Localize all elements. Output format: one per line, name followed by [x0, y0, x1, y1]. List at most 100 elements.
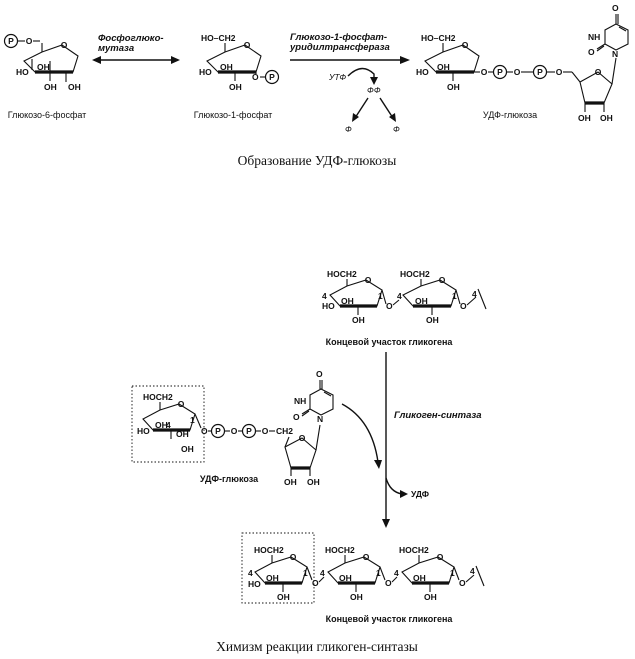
compound-label: УДФ-глюкоза	[200, 474, 259, 484]
uracil-ring	[604, 23, 629, 51]
oh-label: OH	[424, 592, 437, 602]
phosphate-label: P	[269, 72, 275, 82]
ho-label: HO	[416, 67, 429, 77]
oh-label: OH	[229, 82, 242, 92]
glycosidic-oxygen-label: O	[460, 301, 467, 311]
transferred-glucose-box	[131, 385, 205, 463]
oxygen-label: O	[481, 67, 488, 77]
carbon-4-label: 4	[397, 291, 402, 301]
oh-label: OH	[181, 444, 194, 454]
hoch2-label: HOCH2	[325, 545, 355, 555]
phosphate-label: P	[497, 67, 503, 77]
nh-label: NH	[294, 396, 306, 406]
carbon-4-label: 4	[472, 289, 477, 299]
oxygen-label: O	[262, 426, 269, 436]
compound-label: Глюкозо-6-фосфат	[8, 110, 87, 120]
oxygen-label: O	[514, 67, 521, 77]
added-glucose-box	[241, 532, 315, 604]
hoch2-label: HOCH2	[399, 545, 429, 555]
oh-label: OH	[307, 477, 320, 487]
oh-label: OH	[220, 62, 233, 72]
top-caption: Образование УДФ-глюкозы	[238, 153, 397, 168]
carbon-4-label: 4	[248, 568, 253, 578]
oh-label: OH	[426, 315, 439, 325]
arrowhead-right-icon	[400, 56, 410, 64]
hoch2-label: HOCH2	[143, 392, 173, 402]
oxygen-label: O	[588, 47, 595, 57]
oxygen-label: O	[556, 67, 563, 77]
phosphate-label: P	[8, 36, 14, 46]
compound-label: УДФ-глюкоза	[483, 110, 537, 120]
ring-oxygen-label: O	[61, 40, 68, 50]
oh-label: OH	[341, 296, 354, 306]
ring-oxygen-label: O	[437, 552, 444, 562]
arrowhead-down-icon	[370, 77, 378, 85]
arrowhead-icon	[352, 113, 359, 122]
udp-product-label: УДФ	[411, 489, 429, 499]
glucose-1-phosphate: HO–CH2 O OH HO OH O P Глюкозо-1-фосфат	[194, 33, 280, 120]
phosphoglucomutase-step: Фосфоглюко- мутаза	[92, 33, 180, 64]
compound-label: Глюкозо-1-фосфат	[194, 110, 273, 120]
phosphate-product-label: Ф	[393, 124, 400, 134]
ring-oxygen-label: O	[363, 552, 370, 562]
oh-label: OH	[352, 315, 365, 325]
oh-label: OH	[339, 573, 352, 583]
carbon-4-label: 4	[470, 566, 475, 576]
pp-label: ФФ	[367, 85, 381, 95]
carbon-1-label: 1	[303, 568, 308, 578]
oh-label: OH	[350, 592, 363, 602]
oh-label: OH	[277, 592, 290, 602]
arrowhead-right-icon	[400, 490, 408, 498]
carbon-1-label: 1	[450, 568, 455, 578]
curved-arrow	[347, 67, 375, 80]
arrowhead-down-icon	[374, 460, 382, 469]
ribose-ring	[579, 71, 613, 104]
ho-label: HO	[137, 426, 150, 436]
ho-label: HO	[199, 67, 212, 77]
ring-oxygen-label: O	[178, 399, 185, 409]
bottom-caption: Химизм реакции гликоген-синтазы	[216, 639, 418, 654]
phosphate-icon	[264, 69, 280, 85]
ring-oxygen-label: O	[299, 433, 306, 443]
arrowhead-icon	[389, 113, 396, 122]
enzyme-name: Гликоген-синтаза	[394, 410, 482, 421]
curved-arrow	[341, 403, 379, 463]
hoch2-label: HOCH2	[400, 269, 430, 279]
ring-oxygen-label: O	[595, 67, 602, 77]
phosphate-product-label: Ф	[345, 124, 352, 134]
hoch2-label: HO–CH2	[421, 33, 456, 43]
glycogen-end-top: HOCH2 O 4 OH HO OH 1 O 4 HOCH2 O OH OH 1…	[322, 269, 487, 347]
carbon-1-label: 1	[378, 291, 383, 301]
oxygen-label: O	[231, 426, 238, 436]
hoch2-label: HOCH2	[254, 545, 284, 555]
hoch2-label: HO–CH2	[201, 33, 236, 43]
carbon-4-label: 4	[166, 420, 171, 430]
nitrogen-label: N	[612, 49, 618, 59]
carbon-1-label: 1	[452, 291, 457, 301]
phosphate-label: P	[246, 426, 252, 436]
enzyme-name-line1: Глюкозо-1-фосфат-	[290, 32, 387, 43]
ho-label: HO	[248, 579, 261, 589]
oxygen-label: O	[252, 72, 259, 82]
oh-label: OH	[44, 82, 57, 92]
ch2-label: CH2	[276, 426, 293, 436]
compound-label: Концевой участок гликогена	[326, 337, 454, 347]
arrowhead-down-icon	[382, 519, 390, 528]
glycosidic-oxygen-label: O	[386, 301, 393, 311]
phosphate-label: P	[537, 67, 543, 77]
carbon-1-label: 1	[376, 568, 381, 578]
enzyme-name-line2: мутаза	[98, 43, 134, 54]
uridylyltransferase-step: Глюкозо-1-фосфат- уридилтрансфераза УТФ …	[289, 32, 410, 134]
oh-label: OH	[437, 62, 450, 72]
arrowhead-left-icon	[92, 56, 101, 64]
oh-label: OH	[413, 573, 426, 583]
glycosidic-oxygen-label: O	[385, 578, 392, 588]
compound-label: Концевой участок гликогена	[326, 614, 454, 624]
enzyme-name-line1: Фосфоглюко-	[98, 33, 164, 44]
oh-label: OH	[600, 113, 613, 123]
oxygen-label: O	[316, 369, 323, 379]
nh-label: NH	[588, 32, 600, 42]
oh-label: OH	[68, 82, 81, 92]
glycosidic-oxygen-label: O	[459, 578, 466, 588]
